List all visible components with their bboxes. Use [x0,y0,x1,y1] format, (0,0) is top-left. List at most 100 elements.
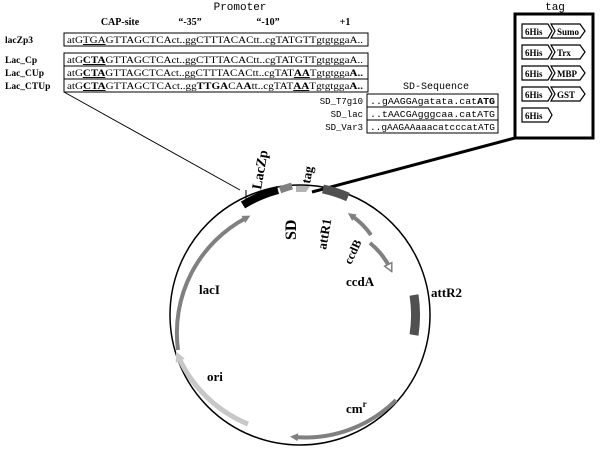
attR2-label: attR2 [431,285,462,300]
promoter-box-4 [63,78,369,93]
his-tag-shape [521,107,553,123]
sd-title: SD-Sequence [403,82,469,93]
sd-row-label: SD_T7g10 [320,97,363,107]
promoter-row-sequence-part: AA [294,69,310,79]
sd-row-sequence-part: ..tAACGAgggcaa.catATG [370,110,495,120]
ccdA-label: ccdA [346,274,375,289]
lacZp-label: LacZp [250,149,272,191]
promoter-row-sequence-part: TTGA [197,82,229,92]
lacI-label: lacI [199,282,220,297]
tag-item: 6His Trx [521,44,586,60]
cm-arrow [290,398,398,442]
sd-row-label: SD_lac [331,110,363,120]
ccdA-arrow [368,241,390,268]
sd-row-sequence-part: ATG [477,97,495,107]
promoter-row-sequence-part: AA [293,82,309,92]
attR1-label: attR1 [314,217,334,250]
sd-row-sequence: ..tAACGAgggcaa.catATG [370,110,495,120]
minus35-header: “-35” [178,17,201,28]
promoter-row-sequence-part: tt..cgTAT [252,82,294,92]
sd-box-3 [366,119,499,134]
lacZp-segment [240,186,280,209]
promoter-row-sequence-part: atG [67,56,83,66]
fusion-tag-label: Trx [557,48,571,58]
ccdB-label: ccdB [341,237,364,266]
fusion-tag-label: Sumo [557,27,580,37]
callout-line-tag [311,136,516,194]
promoter-row-label: lacZp3 [5,36,33,46]
his-tag-label: 6His [525,90,543,100]
promoter-row-sequence-part: A [244,82,252,92]
promoter-row-sequence-part: atG [67,82,83,92]
tag-segment [296,186,310,192]
promoter-row-sequence-part: A.. [349,82,363,92]
his-tag-shape [521,65,553,81]
promoter-row-sequence-part: CTA [83,82,106,92]
fusion-tag-shape [549,65,586,81]
ccdB-arrow [347,213,373,237]
tag-label: tag [298,164,316,184]
sd-row-sequence-part: ..gAAGGAgatata.cat [370,97,477,107]
cap-site-header: CAP-site [101,17,140,28]
sd-label: SD [283,220,300,240]
tag-item: 6His GST [521,86,586,102]
fusion-tag-shape [549,44,586,60]
promoter-row-sequence-part: atG [67,69,83,79]
promoter-row-sequence-part: TGA [83,36,106,46]
tag-item: 6His Sumo [521,23,586,39]
sd-segment [278,182,293,194]
promoter-row-label: Lac_CUp [5,69,44,79]
his-tag-shape [521,44,553,60]
his-tag-label: 6His [525,27,543,37]
attR2-block [409,294,420,336]
promoter-row-sequence-part: GTTAGCTCAct..ggCTTTACACtt..cgTATGTTgtgtg… [106,36,363,46]
tag-item: 6His MBP [521,65,586,81]
his-tag-label: 6His [525,111,543,121]
sd-row-label: SD_Var3 [325,123,363,133]
his-tag-label: 6His [525,69,543,79]
promoter-row-sequence-part: GTTAGCTCAct..ggCTTTACACtt..cgTATGTTgtgtg… [105,56,363,66]
promoter-panel: Promoter CAP-site “-35” “-10” +1 lacZp3L… [5,2,369,93]
ori-label: ori [207,369,223,384]
sd-row-sequence-part: ..gAAGAAaaacatcccatATG [370,123,495,133]
cm-label-main: cm [346,401,363,416]
ori-arrow [175,351,249,427]
cm-label-sup: r [363,399,367,409]
promoter-box-1 [63,32,369,47]
promoter-row-sequence-part: GTTAGCTCAct..gg [106,82,197,92]
fusion-tag-label: GST [557,90,575,100]
plasmid-circle [169,184,431,446]
tag-title: tag [545,2,565,14]
tag-item: 6His [521,107,553,123]
fusion-tag-shape [549,23,586,39]
cm-label: cmr [346,399,367,416]
promoter-title: Promoter [214,2,267,14]
his-tag-shape [521,86,553,102]
promoter-row-sequence-part: CA [228,82,244,92]
promoter-row-sequence-part: CTA [83,56,106,66]
plasmid-map: LacZp SD tag attR1 ccdB ccdA attR2 lacI … [169,149,462,446]
callout-line-promoter [63,91,241,191]
fusion-tag-shape [549,86,586,102]
sd-row-sequence: ..gAAGAAaaacatcccatATG [370,123,495,133]
fusion-tag-label: MBP [557,69,577,79]
promoter-row-sequence-part: atG [67,36,83,46]
attR1-block [321,184,350,202]
his-tag-label: 6His [525,48,543,58]
his-tag-shape [521,23,553,39]
plus1-header: +1 [340,17,351,28]
promoter-row-label: Lac_CTUp [5,82,50,92]
promoter-row-label: Lac_Cp [5,56,37,66]
promoter-row-sequence-part: A.. [350,69,363,79]
promoter-row-sequence-part: GTTAGCTCAct..ggCTTTACACtt..cgTAT [105,69,294,79]
promoter-row-sequence-part: Tgtgtgga [309,82,350,92]
minus10-header: “-10” [256,17,279,28]
